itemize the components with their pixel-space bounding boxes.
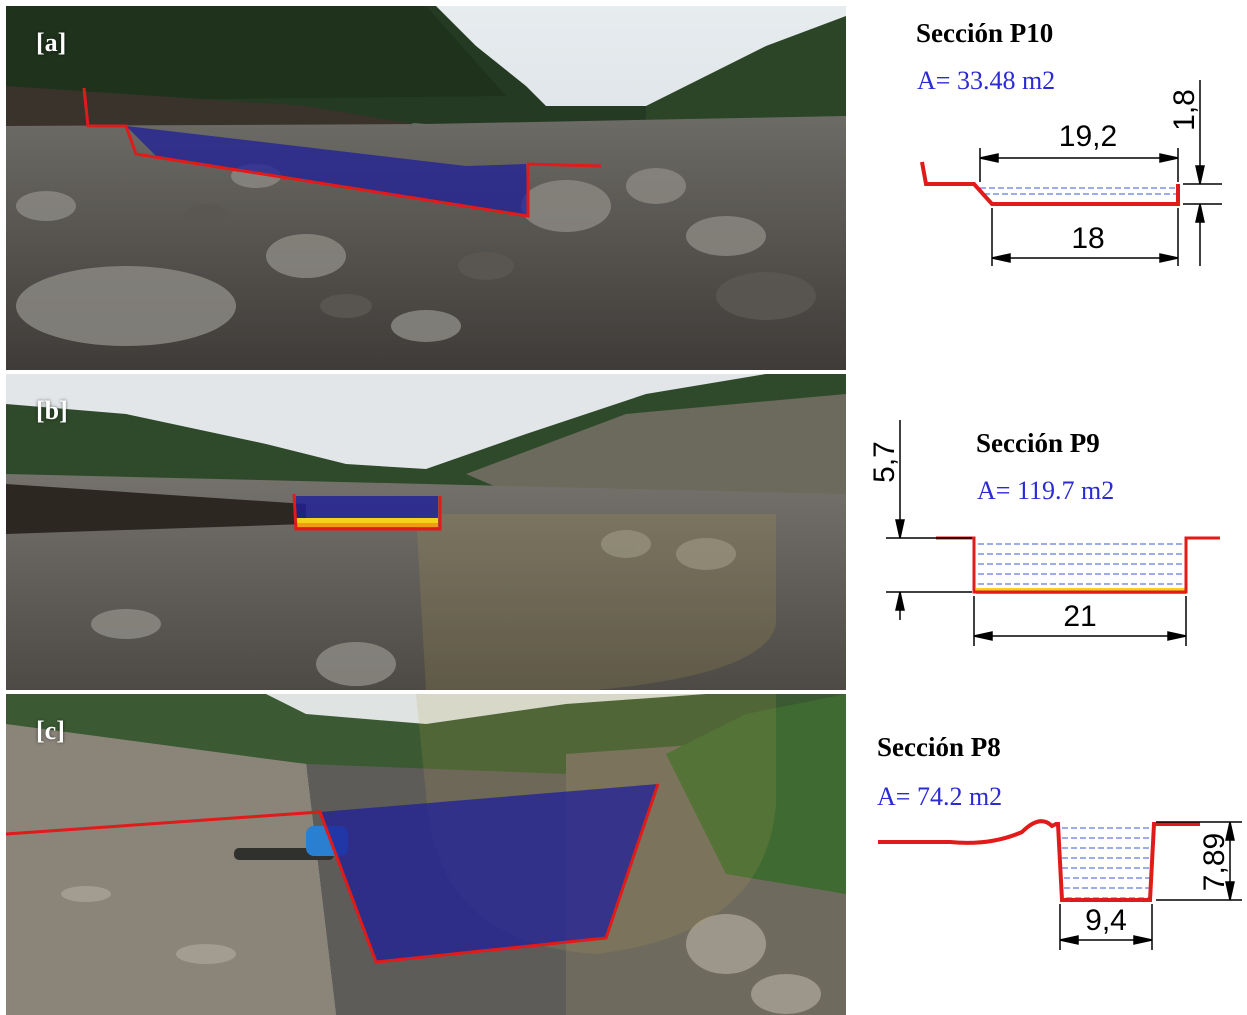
watermark-shield	[416, 514, 776, 690]
flow-area-overlay	[126, 126, 528, 216]
sediment-layer-lower	[296, 523, 438, 527]
sediment-layer	[296, 518, 438, 523]
section-outline	[292, 493, 442, 531]
cross-section-p10: 19,2 18 1,8	[920, 80, 1222, 266]
photo-panel-c: [c]	[6, 694, 846, 1015]
section-title-p8: Sección P8	[877, 732, 1001, 762]
dim-top-width-p10: 19,2	[1059, 120, 1117, 153]
dim-depth-p10: 1,8	[1168, 89, 1201, 131]
dim-depth-p9: 5,7	[868, 441, 901, 483]
dim-bottom-width-p10: 18	[1071, 222, 1104, 255]
flow-area-overlay	[296, 496, 438, 518]
dim-width-p8: 9,4	[1085, 904, 1127, 937]
section-area-p10: A= 33.48 m2	[917, 66, 1056, 95]
dim-width-p9: 21	[1063, 600, 1096, 633]
section-area-p9: A= 119.7 m2	[977, 476, 1115, 505]
riverbed-photo-b	[6, 374, 846, 690]
panel-label-c: [c]	[36, 716, 65, 745]
cross-section-p9: 21 5,7	[868, 420, 1220, 646]
panel-label-b: [b]	[36, 396, 68, 425]
section-outline	[82, 87, 602, 218]
dim-depth-p8: 7,89	[1198, 833, 1231, 891]
riverbed-photo-c	[6, 694, 846, 1015]
section-outline	[6, 783, 660, 964]
flow-area-overlay	[320, 784, 658, 962]
section-area-p8: A= 74.2 m2	[877, 782, 1003, 811]
photo-panel-a: [a]	[6, 6, 846, 370]
section-title-p10: Sección P10	[916, 18, 1054, 48]
riverbed-photo-a	[6, 6, 846, 370]
panel-label-a: [a]	[36, 28, 67, 57]
photo-panel-b: [b]	[6, 374, 846, 690]
cross-section-p8: 9,4 7,89	[878, 819, 1242, 950]
section-title-p9: Sección P9	[976, 428, 1100, 458]
